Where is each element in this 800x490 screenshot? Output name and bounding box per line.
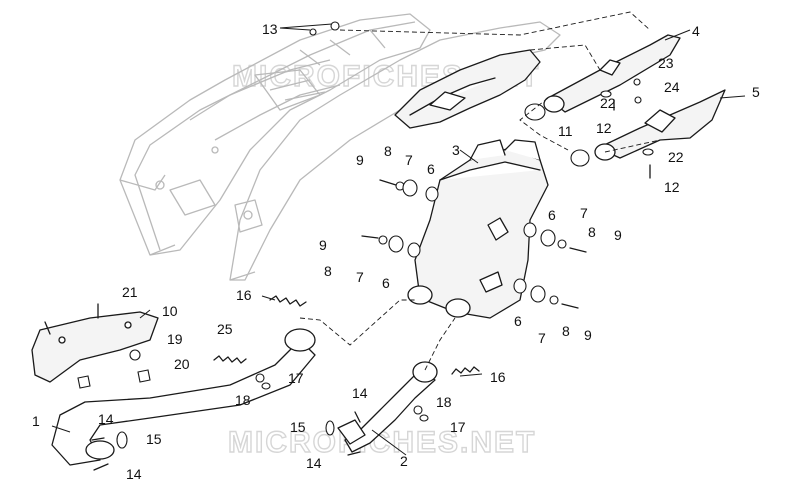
label-2: 2 xyxy=(400,453,408,469)
label-9b: 9 xyxy=(319,237,327,253)
label-6a: 6 xyxy=(427,161,435,177)
label-13: 13 xyxy=(262,21,278,37)
leader-lines xyxy=(51,23,746,456)
label-7b: 7 xyxy=(356,269,364,285)
rear-subframe xyxy=(119,13,561,281)
label-19: 19 xyxy=(167,331,183,347)
label-3: 3 xyxy=(452,142,460,158)
label-22b: 22 xyxy=(668,149,684,165)
header-pipe-left xyxy=(51,328,316,466)
muffler-box xyxy=(407,139,549,319)
label-15a: 15 xyxy=(290,419,306,435)
label-10: 10 xyxy=(162,303,178,319)
label-16a: 16 xyxy=(236,287,252,303)
callout-numbers: 13 4 23 24 5 22 12 11 22 12 3 9 8 7 6 9 … xyxy=(32,21,760,482)
label-5: 5 xyxy=(752,84,760,100)
label-1: 1 xyxy=(32,413,40,429)
label-18a: 18 xyxy=(235,392,251,408)
label-12b: 12 xyxy=(664,179,680,195)
label-6b: 6 xyxy=(382,275,390,291)
label-24: 24 xyxy=(664,79,680,95)
label-9d: 9 xyxy=(584,327,592,343)
label-8b: 8 xyxy=(324,263,332,279)
label-14b: 14 xyxy=(306,455,322,471)
label-8a: 8 xyxy=(384,143,392,159)
label-15b: 15 xyxy=(146,431,162,447)
label-14a: 14 xyxy=(352,385,368,401)
label-16b: 16 xyxy=(490,369,506,385)
label-17b: 17 xyxy=(450,419,466,435)
label-7a: 7 xyxy=(405,152,413,168)
label-14d: 14 xyxy=(126,466,142,482)
label-7d: 7 xyxy=(538,330,546,346)
label-25: 25 xyxy=(217,321,233,337)
header-pipe-right xyxy=(337,361,438,453)
label-14c: 14 xyxy=(98,411,114,427)
label-21: 21 xyxy=(122,284,138,300)
label-18b: 18 xyxy=(436,394,452,410)
springs xyxy=(213,295,480,375)
assembly-lines xyxy=(299,11,661,371)
label-6d: 6 xyxy=(514,313,522,329)
fasteners xyxy=(44,21,654,471)
label-8d: 8 xyxy=(562,323,570,339)
label-22a: 22 xyxy=(600,95,616,111)
heat-shield xyxy=(31,311,159,383)
label-8c: 8 xyxy=(588,224,596,240)
tail-cover xyxy=(394,49,541,129)
label-20: 20 xyxy=(174,356,190,372)
label-7c: 7 xyxy=(580,205,588,221)
label-6c: 6 xyxy=(548,207,556,223)
label-11: 11 xyxy=(558,123,573,139)
label-9a: 9 xyxy=(356,152,364,168)
label-17a: 17 xyxy=(288,370,304,386)
label-23: 23 xyxy=(658,55,674,71)
label-12a: 12 xyxy=(596,120,612,136)
silencer-left xyxy=(543,34,681,113)
label-9c: 9 xyxy=(614,227,622,243)
label-4: 4 xyxy=(692,23,700,39)
